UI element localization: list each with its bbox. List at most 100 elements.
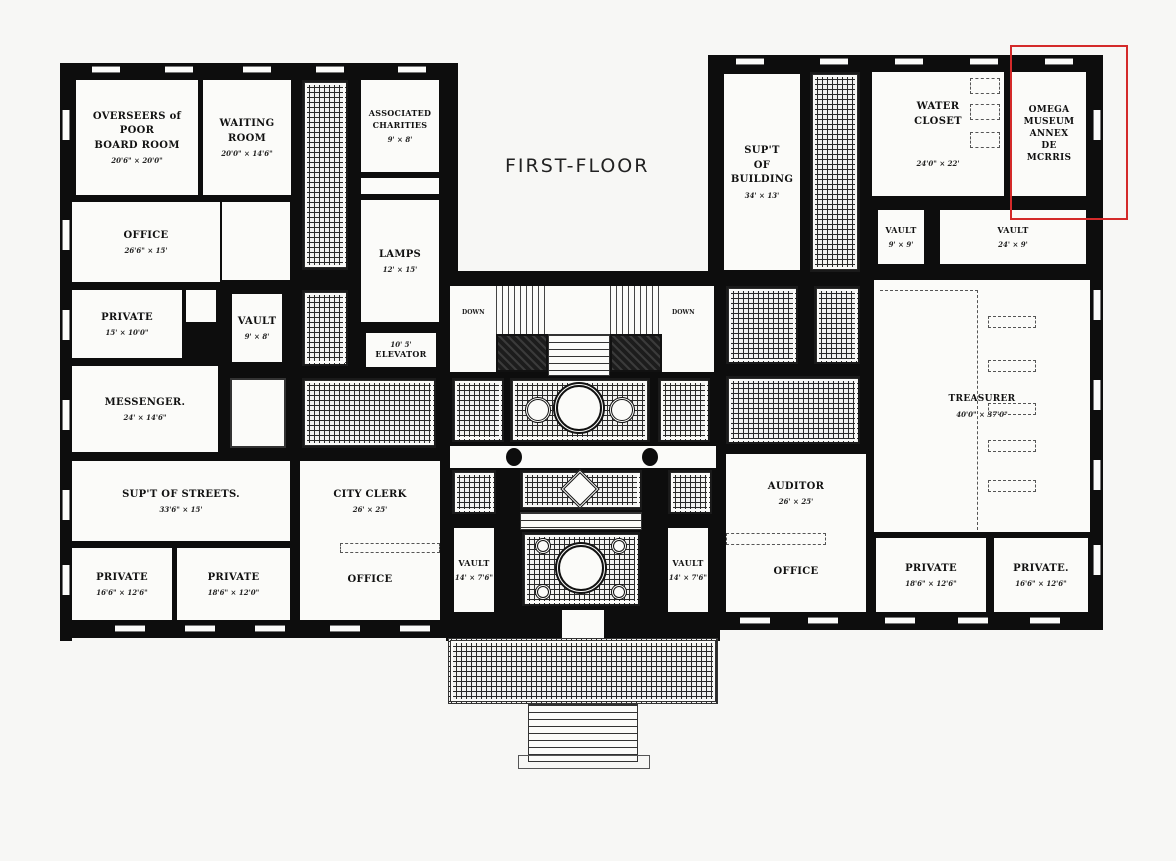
counter-railing [340, 543, 440, 553]
room-dimensions: 40'0" × 37'0" [956, 409, 1008, 419]
room-name: MESSENGER. [104, 396, 186, 408]
rotunda-column-right [609, 397, 635, 423]
room-name: WATER CLOSET [914, 101, 962, 127]
stair-well-center [548, 286, 610, 334]
room-vault-center-1: VAULT 14' × 7'6" [454, 528, 494, 612]
window [62, 310, 70, 340]
window [115, 625, 145, 632]
room-name: SUP'T OF BUILDING [730, 145, 794, 186]
room-name: VAULT [458, 558, 490, 569]
vestibule-column [611, 538, 627, 554]
room-office-city-clerk: OFFICE [300, 541, 440, 620]
window [62, 220, 70, 250]
room-vault-east-1: VAULT 9' × 9' [878, 210, 924, 264]
vestibule-column [611, 584, 627, 600]
room-dimensions: 18'6" × 12'6" [905, 579, 957, 589]
corridor-tiled-west-2 [302, 290, 348, 366]
room-name: PRIVATE. [1013, 562, 1069, 574]
hall-band [450, 446, 716, 468]
room-name: OFFICE [773, 565, 819, 577]
window [1030, 617, 1060, 624]
room-name: OFFICE [123, 229, 169, 241]
rotunda-center [553, 382, 605, 434]
passage [186, 290, 216, 322]
room-dimensions: 26'6" × 15' [124, 246, 168, 256]
room-name: PRIVATE [905, 562, 957, 574]
room-overseers-of-poor: OVERSEERS of POOR BOARD ROOM 20'6" × 20'… [76, 80, 198, 195]
window [958, 617, 988, 624]
window [400, 625, 430, 632]
room-dimensions: 24' × 14'6" [123, 413, 167, 423]
room-name: ELEVATOR [375, 348, 427, 359]
grand-stair [548, 334, 610, 376]
window [808, 617, 838, 624]
vestibule-tile-right [668, 470, 712, 514]
window [185, 625, 215, 632]
wall-west-wing-inner-right [446, 63, 458, 285]
room-name: WAITING ROOM [219, 118, 275, 144]
room-name: AUDITOR [767, 480, 825, 492]
room-treasurer: TREASURER 40'0" × 37'0" [874, 280, 1090, 532]
window [895, 58, 923, 65]
room-dimensions: 16'6" × 12'6" [1015, 579, 1067, 589]
toilet-fixture [970, 78, 1000, 94]
room-lamps: LAMPS 12' × 15' [361, 200, 439, 322]
room-dimensions: 14' × 7'6" [668, 572, 708, 582]
window [970, 58, 998, 65]
treasurer-counter [880, 290, 978, 530]
annotation-highlight-box [1010, 45, 1128, 220]
room-name: VAULT [237, 315, 277, 327]
room-elevator: 10' 5' ELEVATOR [366, 333, 436, 367]
room-dimensions: 18'6" × 12'0" [207, 588, 260, 598]
corridor-tiled-east [810, 72, 860, 272]
window [885, 617, 915, 624]
main-entrance-doorway [562, 610, 604, 641]
window [62, 565, 70, 595]
room-dimensions: 34' × 13' [744, 190, 780, 200]
room-dimensions: 24'0" × 22' [916, 159, 960, 168]
wall-west-wing-left [60, 63, 72, 641]
room-dimensions: 33'6" × 15' [159, 505, 203, 515]
window [398, 66, 426, 73]
room-name: PRIVATE [101, 311, 153, 323]
column-pier [642, 448, 658, 466]
room-dimensions: 16'6" × 12'6" [96, 588, 148, 598]
room-dimensions: 9' × 8' [244, 332, 270, 342]
room-name: OVERSEERS of POOR BOARD ROOM [92, 110, 182, 151]
room-name: ASSOCIATED CHARITIES [368, 108, 432, 130]
room-dimensions: 10' 5' [390, 339, 412, 349]
room-auditor: AUDITOR 26' × 25' [726, 454, 866, 532]
column-pier [506, 448, 522, 466]
entrance-steps [528, 704, 638, 762]
window [1093, 545, 1101, 575]
wall-east-wing-inner-left [708, 55, 720, 283]
room-private-west-1: PRIVATE 15' × 10'0" [72, 290, 182, 358]
room-dimensions: 26' × 25' [352, 505, 388, 515]
window [316, 66, 344, 73]
entrance-porch [448, 638, 718, 704]
vestibule-steps [520, 512, 642, 530]
corridor-tiled-east-4 [726, 376, 860, 444]
steps-base [518, 755, 650, 769]
room-city-clerk: CITY CLERK 26' × 25' [300, 461, 440, 541]
stair-landing-left [450, 286, 496, 372]
corridor-tiled-west-3 [302, 378, 436, 448]
room-name: VAULT [997, 225, 1029, 236]
plan-title: FIRST-FLOOR [505, 155, 650, 177]
window [62, 400, 70, 430]
wall-center-top [446, 271, 720, 283]
room-private-east-1: PRIVATE 18'6" × 12'6" [876, 538, 986, 612]
corridor-tiled-east-2 [726, 286, 798, 364]
stair-newel-right [610, 334, 662, 372]
counter-railing [726, 533, 826, 545]
teller-desk [988, 480, 1036, 492]
stair-landing-right [662, 286, 714, 372]
window [1045, 58, 1073, 65]
toilet-fixture [970, 104, 1000, 120]
stair-newel-left [496, 334, 548, 372]
room-name: CITY CLERK [333, 488, 407, 500]
teller-desk [988, 440, 1036, 452]
vestibule-medallion [555, 542, 607, 594]
window [255, 625, 285, 632]
window [1093, 460, 1101, 490]
